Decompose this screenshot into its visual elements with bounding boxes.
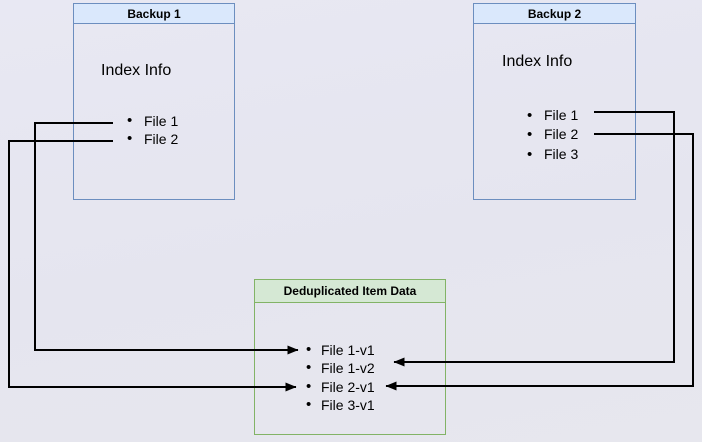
dedup-header: Deduplicated Item Data bbox=[255, 280, 445, 303]
file-list-item: File 2-v1 bbox=[306, 378, 375, 397]
file-list-item: File 1-v2 bbox=[306, 359, 375, 378]
dedup-box: Deduplicated Item Data File 1-v1File 1-v… bbox=[254, 279, 446, 435]
backup1-index-info-label: Index Info bbox=[101, 62, 172, 79]
file-list-item: File 1-v1 bbox=[306, 341, 375, 360]
dedup-title: Deduplicated Item Data bbox=[283, 284, 417, 298]
file-list-item: File 1 bbox=[127, 112, 178, 131]
backup2-index-info-label: Index Info bbox=[502, 53, 573, 70]
backup2-file-list: File 1File 2File 3 bbox=[527, 106, 578, 165]
file-list-item: File 2 bbox=[127, 130, 178, 149]
backup1-box: Backup 1 Index Info File 1File 2 bbox=[73, 3, 235, 200]
backup1-title: Backup 1 bbox=[127, 6, 181, 21]
file-list-item: File 3 bbox=[527, 145, 578, 165]
backup2-header: Backup 2 bbox=[474, 4, 635, 24]
backup1-file-list: File 1File 2 bbox=[127, 112, 178, 149]
file-list-item: File 2 bbox=[527, 125, 578, 145]
file-list-item: File 3-v1 bbox=[306, 396, 375, 415]
dedup-file-list: File 1-v1File 1-v2File 2-v1File 3-v1 bbox=[306, 341, 375, 415]
file-list-item: File 1 bbox=[527, 106, 578, 126]
backup2-box: Backup 2 Index Info File 1File 2File 3 bbox=[473, 3, 636, 200]
backup2-title: Backup 2 bbox=[527, 6, 582, 21]
backup1-header: Backup 1 bbox=[74, 4, 234, 24]
